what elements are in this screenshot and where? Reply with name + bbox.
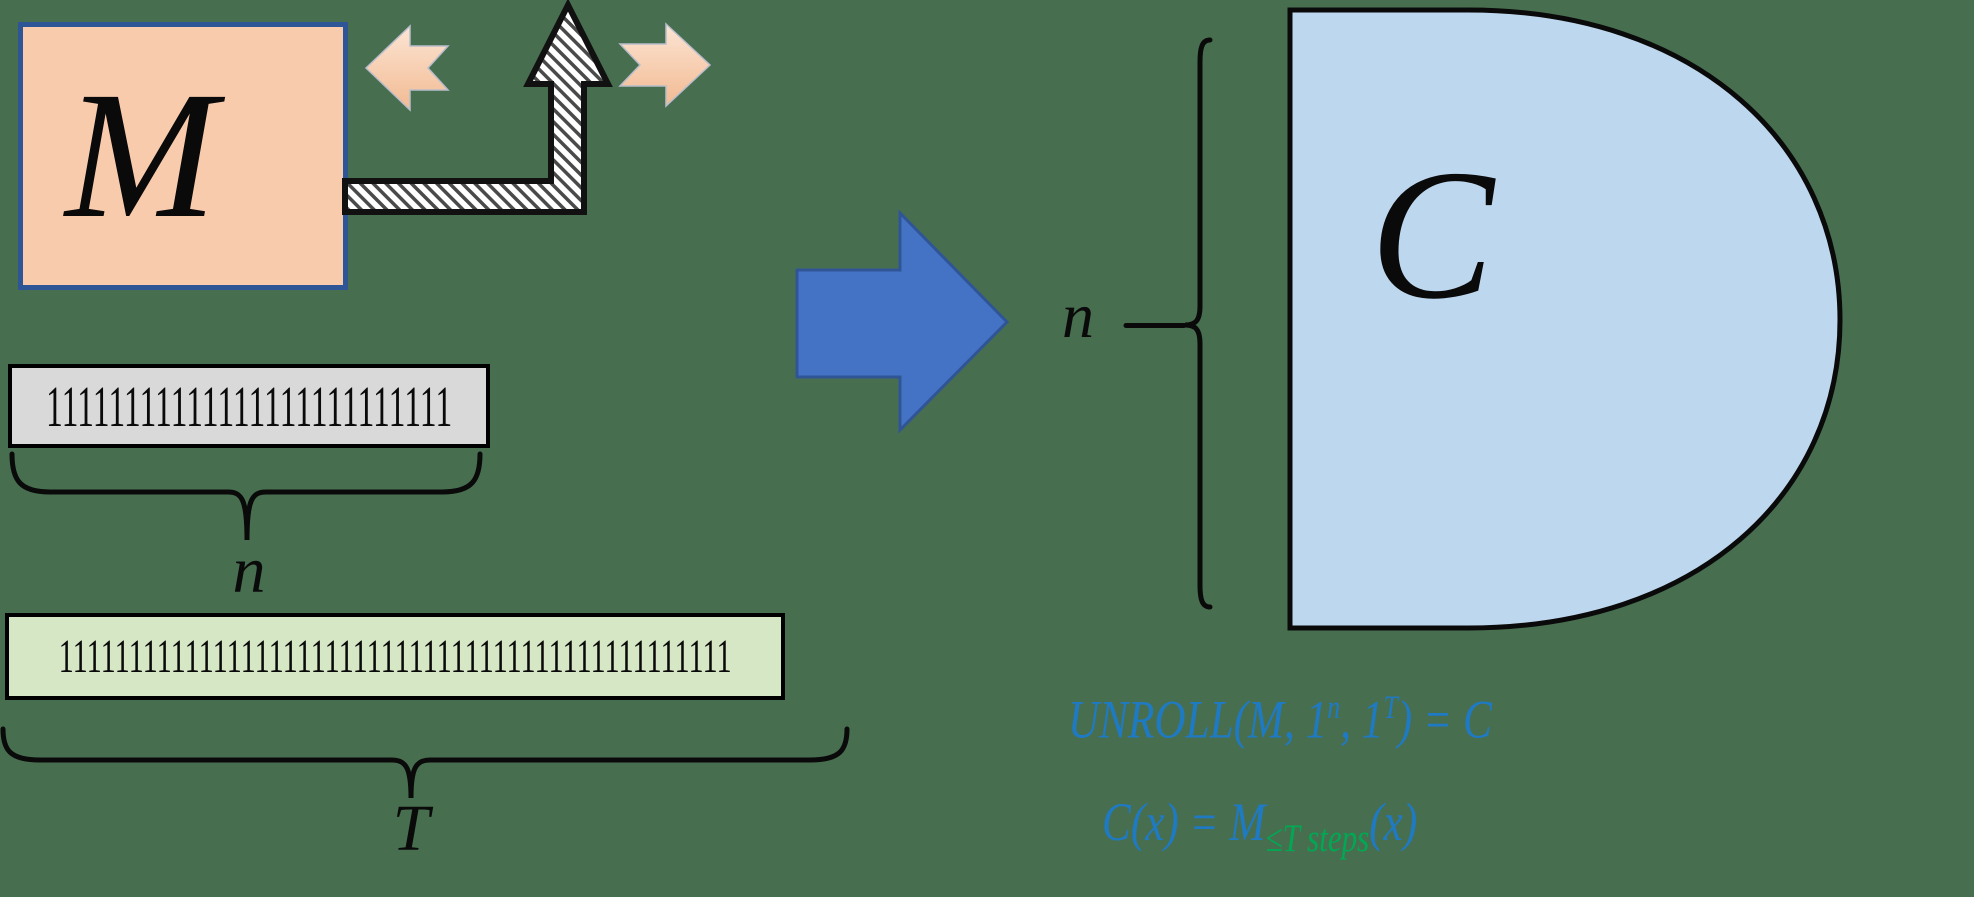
semantics-formula: C(x) = M≤T steps(x): [1102, 778, 1417, 883]
input-tape-ones: 11111111111111111111111111: [45, 373, 453, 439]
unroll-formula-sup-t: T: [1383, 690, 1398, 726]
t-underbrace-icon: [0, 726, 850, 799]
n-underbrace-icon: [9, 451, 483, 541]
machine-box: M: [18, 22, 348, 290]
left-block-arrow-icon: [364, 24, 450, 112]
machine-label: M: [65, 55, 217, 256]
input-tape: 11111111111111111111111111: [8, 364, 490, 448]
unroll-formula-mid: , 1: [1340, 689, 1384, 750]
unroll-formula-sup-n: n: [1327, 690, 1341, 726]
unroll-formula-prefix: UNROLL(M, 1: [1068, 689, 1328, 750]
unroll-formula-suffix: ) = C: [1397, 689, 1492, 750]
semantics-formula-lhs: C(x) = M: [1102, 792, 1266, 852]
circuit-label: C: [1369, 132, 1495, 338]
unroll-formula: UNROLL(M, 1n, 1T) = C: [1068, 664, 1492, 763]
bent-up-hatched-arrow-icon: [342, 0, 613, 215]
large-right-block-arrow-icon: [795, 209, 1010, 434]
circuit-shape: [1287, 7, 1843, 631]
semantics-formula-subscript: ≤T steps: [1265, 816, 1370, 860]
circuit-input-size-label: n: [1062, 280, 1094, 351]
circuit-input-brace-icon: [1123, 37, 1213, 610]
time-bound-label: T: [392, 792, 430, 865]
right-block-arrow-icon: [618, 22, 712, 108]
semantics-formula-rhs: (x): [1369, 792, 1418, 852]
time-tape-ones: 1111111111111111111111111111111111111111…: [58, 630, 732, 683]
input-length-label: n: [232, 534, 266, 607]
time-tape: 1111111111111111111111111111111111111111…: [5, 613, 785, 700]
